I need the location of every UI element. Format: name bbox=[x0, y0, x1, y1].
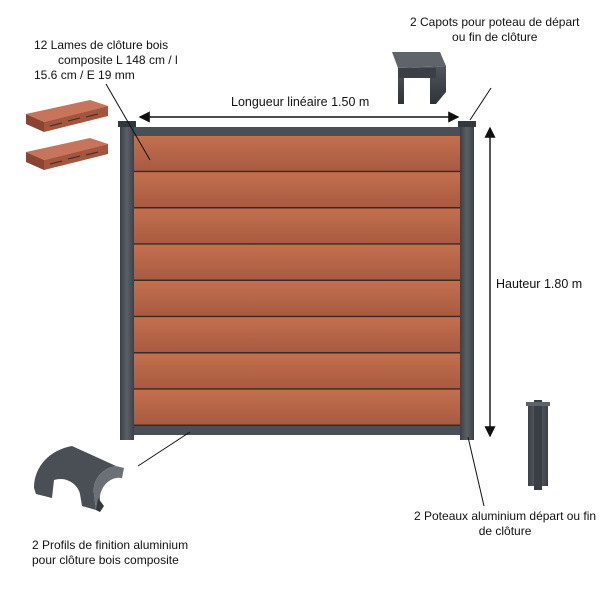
width-dimension-label: Longueur linéaire 1.50 m bbox=[229, 95, 372, 109]
board-groove bbox=[133, 352, 460, 354]
boards-label-line-1: 12 Lames de clôture bois bbox=[34, 38, 169, 52]
caps-label-line-2: ou fin de clôture bbox=[452, 30, 538, 44]
boards-leader-line bbox=[105, 83, 151, 161]
profiles-label-line-1: 2 Profils de finition aluminium bbox=[32, 538, 189, 552]
profiles-leader-line bbox=[137, 431, 191, 467]
fence-board bbox=[133, 172, 460, 207]
board-pieces-icon bbox=[26, 100, 108, 170]
boards-group bbox=[133, 136, 460, 426]
fence-board bbox=[133, 208, 460, 244]
bottom-rail bbox=[124, 426, 471, 435]
post-cap-icon bbox=[390, 52, 446, 104]
height-dimension-label: Hauteur 1.80 m bbox=[494, 277, 585, 291]
fence-board bbox=[133, 389, 460, 425]
fence-board bbox=[133, 353, 460, 389]
fence-board bbox=[133, 244, 460, 280]
board-groove bbox=[133, 315, 460, 318]
posts-label: 2 Poteaux aluminium départ ou fin de clô… bbox=[414, 509, 596, 539]
posts-label-line-1: 2 Poteaux aluminium départ ou fin bbox=[414, 509, 597, 523]
left-post bbox=[120, 124, 134, 440]
boards-label-line-2: composite L 148 cm / l bbox=[58, 53, 178, 67]
profiles-label: 2 Profils de finition aluminium pour clô… bbox=[32, 538, 188, 568]
fence-board bbox=[133, 317, 460, 352]
board-groove bbox=[133, 243, 460, 245]
fence-panel bbox=[118, 121, 476, 440]
board-groove bbox=[133, 388, 460, 390]
finishing-profile-icon bbox=[34, 446, 124, 512]
board-groove bbox=[133, 170, 460, 173]
right-post-cap bbox=[458, 121, 476, 127]
aluminium-post-icon bbox=[526, 400, 550, 490]
board-groove bbox=[133, 207, 460, 209]
top-rail bbox=[124, 127, 471, 136]
boards-label: 12 Lames de clôture bois composite L 148… bbox=[34, 38, 178, 83]
boards-label-line-3: 15.6 cm / E 19 mm bbox=[34, 68, 135, 82]
posts-label-line-2: de clôture bbox=[478, 524, 532, 538]
fence-board bbox=[133, 281, 460, 316]
posts-leader-line bbox=[467, 436, 485, 507]
caps-leader-line bbox=[469, 87, 492, 121]
fence-board bbox=[133, 136, 460, 171]
board-groove bbox=[133, 279, 460, 281]
caps-label: 2 Capots pour poteau de départ ou fin de… bbox=[410, 15, 579, 45]
profiles-label-line-2: pour clôture bois composite bbox=[32, 553, 179, 567]
caps-label-line-1: 2 Capots pour poteau de départ bbox=[410, 15, 580, 29]
left-post-cap bbox=[118, 121, 136, 127]
right-post bbox=[460, 124, 474, 440]
board-groove bbox=[133, 424, 460, 426]
